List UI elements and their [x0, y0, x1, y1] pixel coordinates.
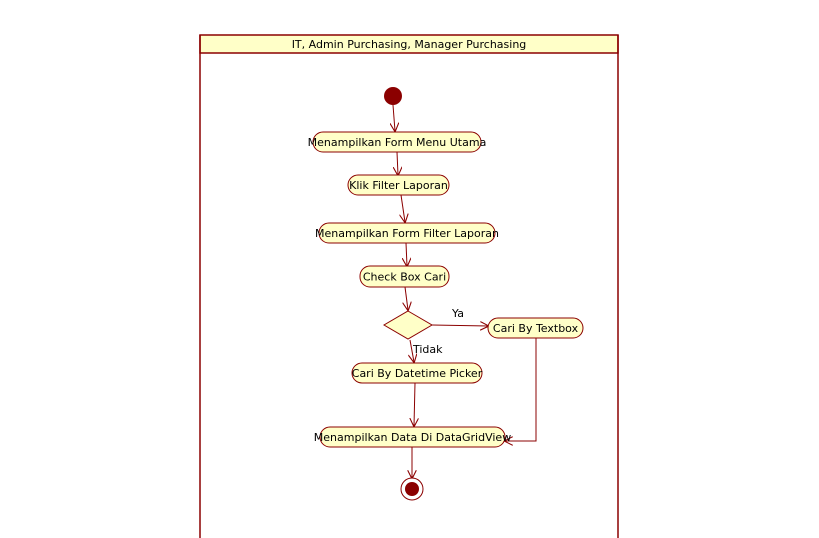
activity-shape [312, 131, 482, 153]
activity-shape [487, 317, 584, 339]
activity-shape [319, 426, 506, 448]
activity-label: Check Box Cari [363, 271, 446, 284]
edge-checkbox-to-decision [405, 286, 408, 310]
activity-shape [347, 174, 450, 196]
start-node [384, 87, 402, 105]
activity-label: Menampilkan Form Filter Laporan [315, 227, 499, 240]
edge-datetime-to-datagrid [414, 382, 415, 426]
activity-shape [359, 265, 450, 288]
edge-decision-to-textbox [431, 325, 488, 326]
guard-yes: Ya [451, 307, 464, 320]
guard-no: Tidak [412, 343, 443, 356]
activity-main-menu: Menampilkan Form Menu Utama [308, 131, 487, 153]
edge-decision-to-datetime [410, 339, 414, 362]
edge-main-menu-to-filter [397, 151, 398, 175]
swimlane: IT, Admin Purchasing, Manager Purchasing [199, 34, 619, 538]
end-node-inner [405, 482, 419, 496]
activity-label: Klik Filter Laporan [349, 179, 448, 192]
edges [393, 104, 537, 478]
swimlane-title: IT, Admin Purchasing, Manager Purchasing [292, 38, 527, 51]
edge-textbox-to-datagrid [505, 338, 537, 441]
activity-search-textbox: Cari By Textbox [487, 317, 584, 339]
activity-check-box: Check Box Cari [359, 265, 450, 288]
activity-search-datetime: Cari By Datetime Picker [351, 362, 483, 384]
end-node [400, 477, 424, 501]
activity-shape [351, 362, 483, 384]
activity-label: Cari By Textbox [493, 322, 579, 335]
activity-filter-form: Menampilkan Form Filter Laporan [315, 222, 499, 244]
activity-click-filter: Klik Filter Laporan [347, 174, 450, 196]
activity-data-grid: Menampilkan Data Di DataGridView [314, 426, 511, 448]
edge-start-to-main-menu [393, 104, 395, 131]
activity-label: Menampilkan Form Menu Utama [308, 136, 487, 149]
edge-filter-to-filter-form [401, 194, 405, 222]
edge-filter-form-to-checkbox [406, 242, 407, 266]
activity-label: Menampilkan Data Di DataGridView [314, 431, 511, 444]
decision-node [383, 310, 433, 340]
activity-label: Cari By Datetime Picker [352, 367, 483, 380]
activity-shape [318, 222, 496, 244]
